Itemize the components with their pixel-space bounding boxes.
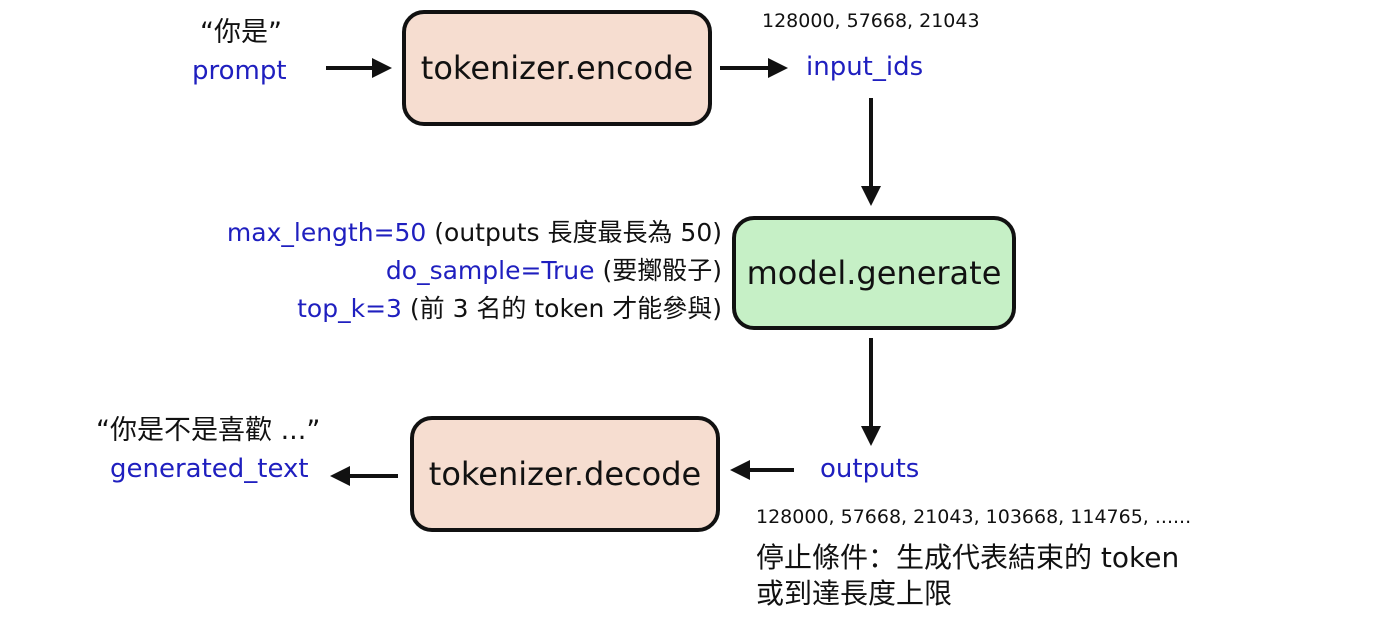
input-ids-label: input_ids: [806, 52, 924, 82]
stop-condition-note: 停止條件：生成代表結束的 token 或到達長度上限: [756, 540, 1179, 612]
outputs-label: outputs: [820, 454, 920, 484]
prompt-example-text: “你是”: [200, 17, 282, 48]
stop-condition-line-2: 或到達長度上限: [756, 577, 953, 610]
tokenizer-decode-node: tokenizer.decode: [410, 416, 720, 532]
generated-text-example: “你是不是喜歡 ...”: [96, 415, 321, 446]
generate-parameters: max_length=50 (outputs 長度最長為 50) do_samp…: [227, 214, 722, 328]
param-max-length: max_length=50 (outputs 長度最長為 50): [227, 214, 722, 252]
prompt-label: prompt: [192, 56, 287, 86]
param-do-sample: do_sample=True (要擲骰子): [227, 252, 722, 290]
param-top-k-note: (前 3 名的 token 才能參與): [401, 294, 722, 323]
outputs-example: 128000, 57668, 21043, 103668, 114765, ..…: [756, 506, 1192, 528]
param-max-length-code: max_length=50: [226, 218, 427, 247]
input-ids-example: 128000, 57668, 21043: [762, 10, 980, 32]
tokenizer-decode-label: tokenizer.decode: [428, 455, 702, 493]
param-do-sample-code: do_sample=True: [385, 256, 595, 285]
generated-text-label: generated_text: [110, 454, 309, 484]
param-max-length-note: (outputs 長度最長為 50): [426, 218, 722, 247]
tokenizer-encode-node: tokenizer.encode: [402, 10, 712, 126]
param-do-sample-note: (要擲骰子): [594, 256, 722, 285]
param-top-k-code: top_k=3: [297, 294, 402, 323]
tokenizer-encode-label: tokenizer.encode: [420, 49, 694, 87]
model-generate-node: model.generate: [732, 216, 1016, 330]
param-top-k: top_k=3 (前 3 名的 token 才能參與): [227, 290, 722, 328]
model-generate-label: model.generate: [746, 254, 1002, 292]
stop-condition-line-1: 停止條件：生成代表結束的 token: [756, 541, 1180, 574]
